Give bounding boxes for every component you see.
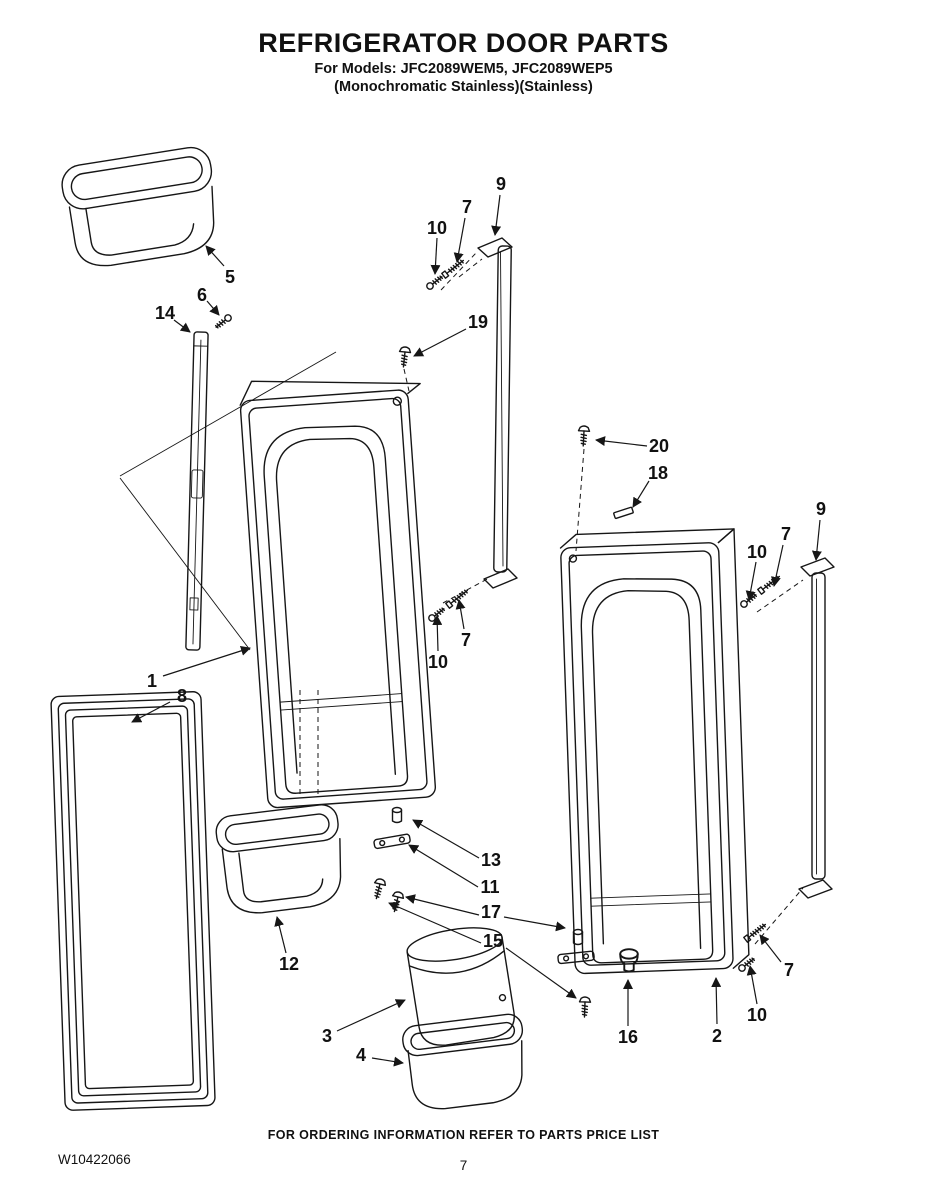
callout-7: 7: [462, 197, 472, 217]
callout-3: 3: [322, 1026, 332, 1046]
screw-15-left: [388, 890, 406, 914]
assembly-dash-line: [458, 258, 483, 278]
leader-arrow: [491, 194, 502, 236]
screw-20: [577, 425, 591, 447]
callout-4: 4: [356, 1045, 366, 1065]
callout-15: 15: [483, 931, 503, 951]
leader-arrow: [503, 916, 566, 932]
callout-10: 10: [747, 542, 767, 562]
callout-19: 19: [468, 312, 488, 332]
screw-6: [213, 312, 234, 331]
callout-17: 17: [481, 902, 501, 922]
leader-arrow: [759, 934, 782, 963]
callout-14: 14: [155, 303, 175, 323]
assembly-dash-line: [575, 448, 585, 552]
callout-7: 7: [784, 960, 794, 980]
leader-arrow: [432, 615, 443, 652]
leader-arrow: [632, 480, 650, 508]
ordering-note: FOR ORDERING INFORMATION REFER TO PARTS …: [267, 1128, 660, 1142]
callout-11: 11: [480, 877, 499, 897]
page-title: REFRIGERATOR DOOR PARTS: [258, 28, 669, 58]
callout-8: 8: [177, 686, 187, 706]
leader-arrow: [371, 1056, 404, 1067]
part-hinge-pin-right: [572, 928, 584, 946]
assembly-dash-line: [754, 887, 804, 945]
assembly-dash-line: [440, 252, 477, 291]
part-rail: [185, 331, 209, 651]
callout-1: 1: [147, 671, 157, 691]
callout-10: 10: [428, 652, 448, 672]
part-grommet: [619, 948, 639, 973]
part-handle-left: [477, 237, 518, 589]
callout-13: 13: [481, 850, 501, 870]
leader-arrow: [413, 328, 467, 357]
leader-arrow: [405, 894, 480, 916]
leader-arrow: [746, 965, 758, 1005]
leader-arrow: [430, 237, 441, 275]
part-canister: [406, 927, 515, 1046]
leader-arrow: [771, 544, 784, 587]
callout-18: 18: [648, 463, 668, 483]
leader-arrow: [711, 977, 722, 1025]
callout-12: 12: [279, 954, 299, 974]
callout-5: 5: [225, 267, 235, 287]
leader-arrow: [455, 599, 466, 630]
part-small-bin: [402, 1013, 524, 1110]
screw-19: [397, 345, 412, 369]
callout-10: 10: [747, 1005, 767, 1025]
part-door-right: [559, 528, 750, 975]
part-hinge-bracket-right: [557, 950, 595, 965]
models-line: For Models: JFC2089WEM5, JFC2089WEP5: [314, 61, 613, 77]
leader-arrow: [412, 819, 480, 859]
callout-6: 6: [197, 285, 207, 305]
screw-15-right: [578, 996, 592, 1018]
leader-arrow: [453, 217, 466, 263]
leader-arrow: [205, 245, 225, 267]
leader-arrow: [162, 645, 251, 677]
leader-arrow: [274, 916, 287, 954]
screw-10-right-top: [738, 591, 759, 610]
callout-16: 16: [618, 1027, 638, 1047]
screw-10-left-top: [424, 273, 445, 292]
leader-arrow: [131, 701, 171, 723]
part-door-bin-lower: [215, 804, 342, 914]
part-door-bin-upper: [61, 146, 215, 267]
assembly-dash-line: [756, 579, 804, 613]
part-door-left: [239, 380, 437, 809]
finish-line: (Monochromatic Stainless)(Stainless): [334, 79, 593, 95]
stud-7-left-bottom: [445, 587, 470, 609]
part-clip: [613, 506, 634, 520]
callout-9: 9: [816, 499, 826, 519]
leader-arrow: [336, 999, 406, 1032]
screw-10-right-bottom: [736, 955, 757, 974]
leader-arrow: [595, 436, 648, 447]
leader-arrow: [388, 902, 482, 944]
callout-7: 7: [461, 630, 471, 650]
page-number: 7: [459, 1158, 468, 1173]
stud-7-right-top: [757, 573, 782, 595]
leader-arrow: [505, 947, 577, 999]
projection-line: [119, 351, 337, 477]
callout-7: 7: [781, 524, 791, 544]
header: REFRIGERATOR DOOR PARTS For Models: JFC2…: [0, 28, 927, 95]
part-handle-right: [798, 557, 835, 899]
leader-arrow: [745, 561, 757, 601]
leader-arrow: [206, 300, 220, 316]
part-hinge-bracket-left: [373, 833, 411, 850]
leader-arrow: [811, 519, 822, 561]
document-number: W10422066: [58, 1152, 131, 1167]
callout-2: 2: [712, 1026, 722, 1046]
callout-10: 10: [427, 218, 447, 238]
projection-line: [119, 477, 251, 651]
leader-arrow: [408, 844, 479, 888]
leader-arrow: [173, 319, 191, 333]
assembly-dash-line: [403, 368, 410, 392]
callout-9: 9: [496, 174, 506, 194]
callout-20: 20: [649, 436, 669, 456]
screw-17-left: [370, 877, 388, 901]
part-gasket: [50, 691, 216, 1111]
part-hinge-pin-left: [391, 806, 403, 824]
assembly-dash-line: [442, 577, 490, 604]
